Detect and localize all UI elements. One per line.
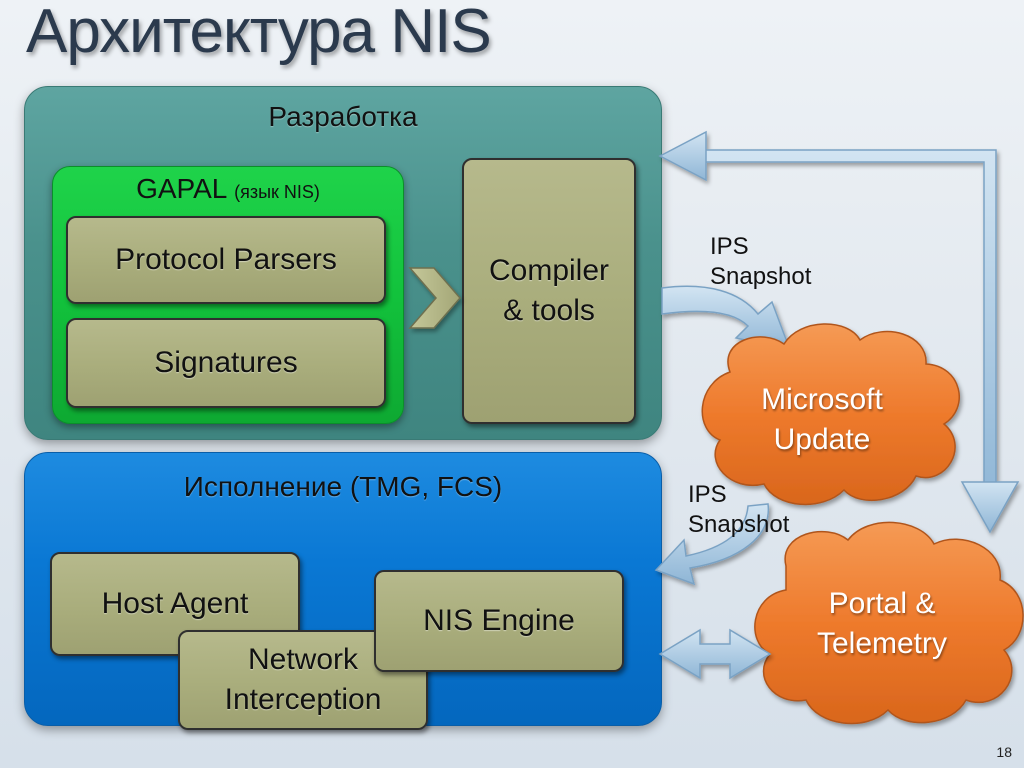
gapal-title: GAPAL (язык NIS)	[53, 173, 403, 205]
snapshot-top-line1: IPS	[710, 233, 749, 260]
portal-telemetry-cloud	[754, 521, 1024, 725]
microsoft-update-line1: Microsoft	[761, 383, 883, 416]
development-label: Разработка	[268, 101, 418, 132]
portal-telemetry-line1: Portal &	[828, 587, 936, 620]
compiler-label-line2: & tools	[503, 294, 595, 327]
microsoft-update-cloud	[701, 323, 960, 506]
network-label-line1: Network	[247, 643, 359, 676]
feedback-arrow	[658, 130, 1020, 534]
nis-engine-box: NIS Engine	[374, 570, 624, 672]
portal-telemetry-line2: Telemetry	[816, 627, 948, 660]
ips-snapshot-label-bottom: IPS Snapshot	[688, 480, 789, 540]
compiler-label-line1: Compiler	[488, 254, 610, 287]
protocol-parsers-label: Protocol Parsers	[115, 243, 337, 276]
signatures-label: Signatures	[154, 346, 298, 379]
slide-title: Архитектура NIS	[26, 0, 492, 66]
snapshot-bottom-line1: IPS	[688, 481, 727, 508]
gapal-sublabel: (язык NIS)	[234, 182, 320, 202]
gapal-label: GAPAL	[136, 173, 227, 204]
telemetry-double-arrow	[658, 628, 772, 680]
portal-telemetry-text: Portal & Telemetry	[800, 584, 964, 664]
compiler-tools-box: Compiler & tools	[462, 158, 636, 424]
protocol-parsers-box: Protocol Parsers	[66, 216, 386, 304]
signatures-box: Signatures	[66, 318, 386, 408]
ips-snapshot-label-top: IPS Snapshot	[710, 232, 811, 292]
microsoft-update-text: Microsoft Update	[742, 380, 902, 460]
nis-engine-label: NIS Engine	[423, 604, 575, 637]
network-label-line2: Interception	[224, 683, 382, 716]
host-agent-label: Host Agent	[101, 587, 249, 620]
snapshot-arrow-bottom	[654, 503, 770, 586]
snapshot-bottom-line2: Snapshot	[688, 511, 790, 538]
slide-number: 18	[996, 744, 1012, 760]
microsoft-update-line2: Update	[773, 423, 871, 456]
snapshot-top-line2: Snapshot	[710, 263, 812, 290]
chevron-right-icon	[408, 267, 461, 329]
runtime-label: Исполнение (TMG, FCS)	[183, 471, 503, 502]
